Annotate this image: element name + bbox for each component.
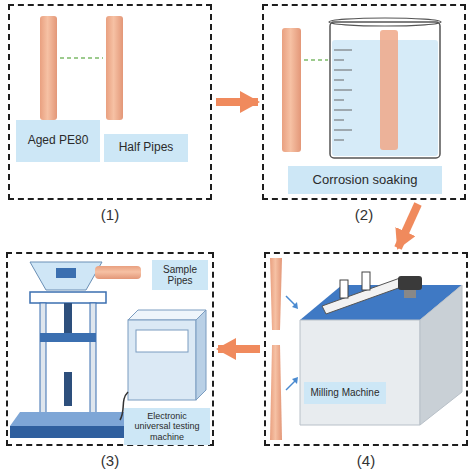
label-box: Aged PE80 <box>16 120 100 162</box>
step-panel: (3)Sample PipesElectronic universal test… <box>6 252 214 446</box>
step-panel: (2)Corrosion soaking <box>262 4 466 200</box>
step-number: (4) <box>266 452 466 469</box>
label-text: Corrosion soaking <box>313 173 418 188</box>
flow-arrow <box>218 345 260 353</box>
flow-arrow <box>398 204 418 248</box>
soaking-beaker <box>282 18 441 158</box>
label-text: Electronic universal testing machine <box>129 411 205 442</box>
step-number: (2) <box>264 206 464 223</box>
label-box: Corrosion soaking <box>288 166 442 194</box>
label-box: Half Pipes <box>104 134 188 162</box>
flow-arrow <box>216 98 258 106</box>
step-number: (3) <box>8 452 212 469</box>
pipe-pair <box>40 16 123 120</box>
label-box: Electronic universal testing machine <box>124 408 210 445</box>
milling-machine <box>270 258 462 440</box>
label-text: Half Pipes <box>119 141 174 155</box>
label-text: Milling Machine <box>311 387 380 399</box>
label-box: Sample Pipes <box>152 260 208 290</box>
label-text: Sample Pipes <box>157 264 203 287</box>
step-number: (1) <box>10 206 210 223</box>
label-text: Aged PE80 <box>28 134 89 148</box>
step-panel: (4)Milling Machine <box>264 252 468 446</box>
step-panel: (1)Aged PE80Half Pipes <box>8 4 212 200</box>
label-box: Milling Machine <box>304 382 386 404</box>
